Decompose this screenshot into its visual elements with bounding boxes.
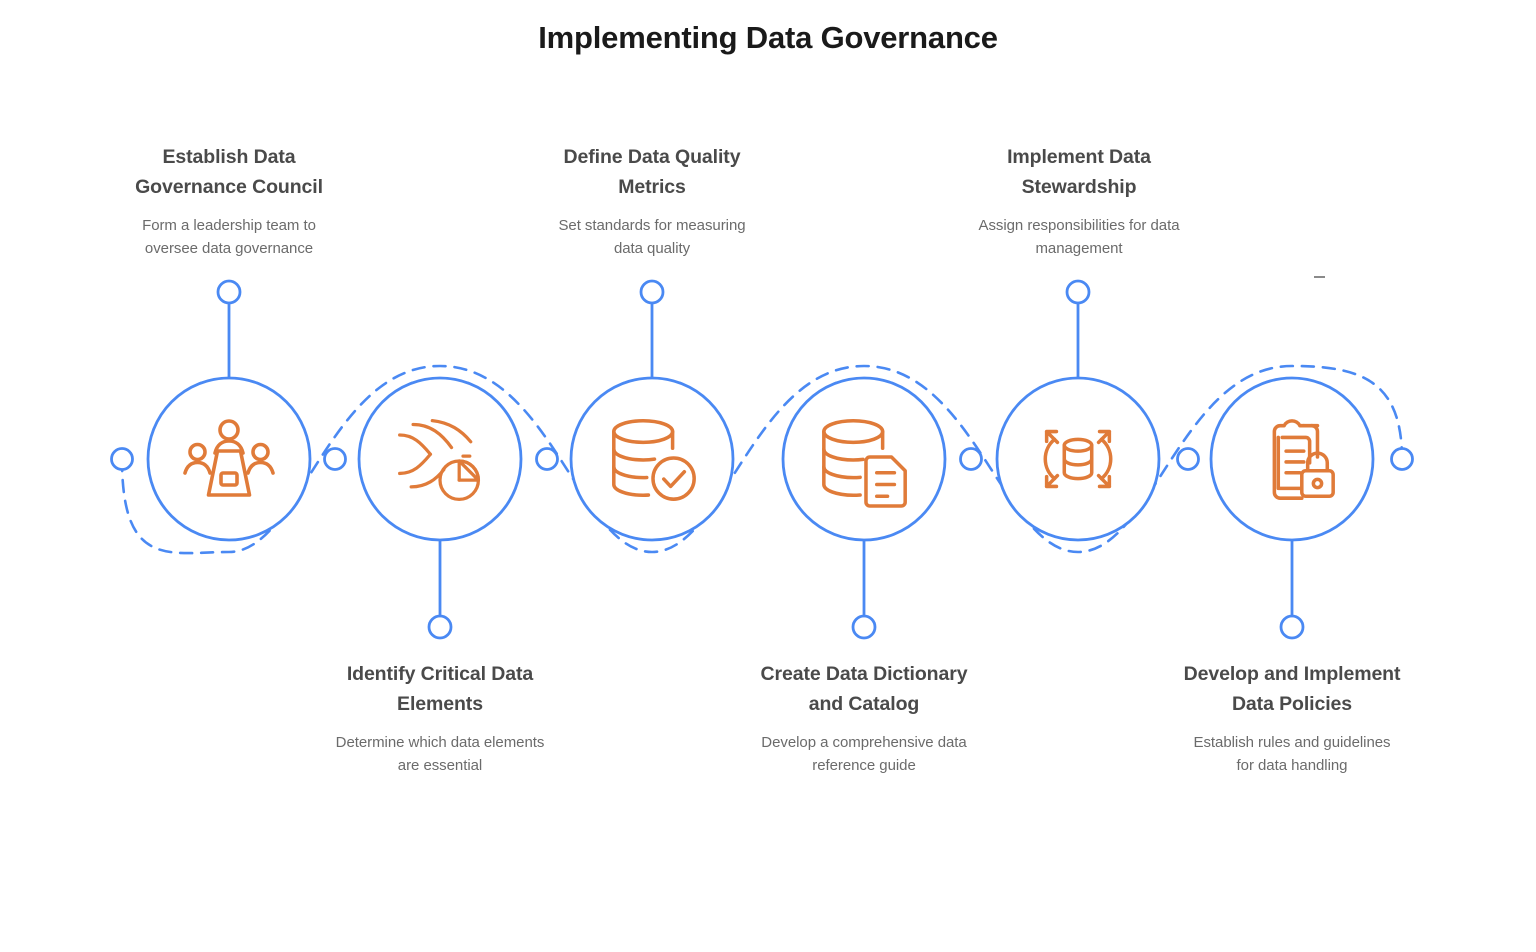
stem-dot-3 [639,279,665,305]
step-title-6: Develop and Implement Data Policies [1183,663,1401,715]
step-label-3: Define Data Quality Metrics Set standard… [519,143,785,260]
step-label-1: Establish Data Governance Council Form a… [96,143,362,260]
step-title-3: Define Data Quality Metrics [563,146,741,198]
stem-dot-6 [1279,614,1305,640]
step-desc-1: Form a leadership team to oversee data g… [142,217,316,257]
step-desc-5: Assign responsibilities for data managem… [978,217,1180,257]
step-desc-4: Develop a comprehensive data reference g… [761,734,967,774]
path-dot-4-5 [959,447,983,471]
step-circle-5[interactable] [995,376,1161,542]
step-title-1: Establish Data Governance Council [135,146,323,198]
step-desc-3: Set standards for measuring data quality [558,217,746,257]
path-dot-start [110,447,134,471]
stem-connectors [216,279,1305,640]
step-desc-2: Determine which data elements are essent… [335,734,545,774]
stray-dash-mark [1314,276,1325,278]
step-desc-6: Establish rules and guidelines for data … [1193,734,1391,774]
step-title-5: Implement Data Stewardship [1007,146,1151,198]
step-label-5: Implement Data Stewardship Assign respon… [940,143,1218,260]
path-dot-end [1390,447,1414,471]
step-circle-1[interactable] [146,376,312,542]
path-node-dots [110,447,1414,471]
stem-dot-1 [216,279,242,305]
stem-dot-4 [851,614,877,640]
step-label-6: Develop and Implement Data Policies Esta… [1146,660,1438,777]
step-label-4: Create Data Dictionary and Catalog Devel… [721,660,1007,777]
step-title-4: Create Data Dictionary and Catalog [760,663,968,715]
path-dot-5-6 [1176,447,1200,471]
step-circle-2[interactable] [357,376,523,542]
step-circle-6[interactable] [1209,376,1375,542]
stem-dot-2 [427,614,453,640]
stem-dot-5 [1065,279,1091,305]
path-dot-1-2 [323,447,347,471]
path-dot-2-3 [535,447,559,471]
step-label-2: Identify Critical Data Elements Determin… [297,660,583,777]
step-title-2: Identify Critical Data Elements [346,663,534,715]
page-title: Implementing Data Governance [538,20,998,55]
